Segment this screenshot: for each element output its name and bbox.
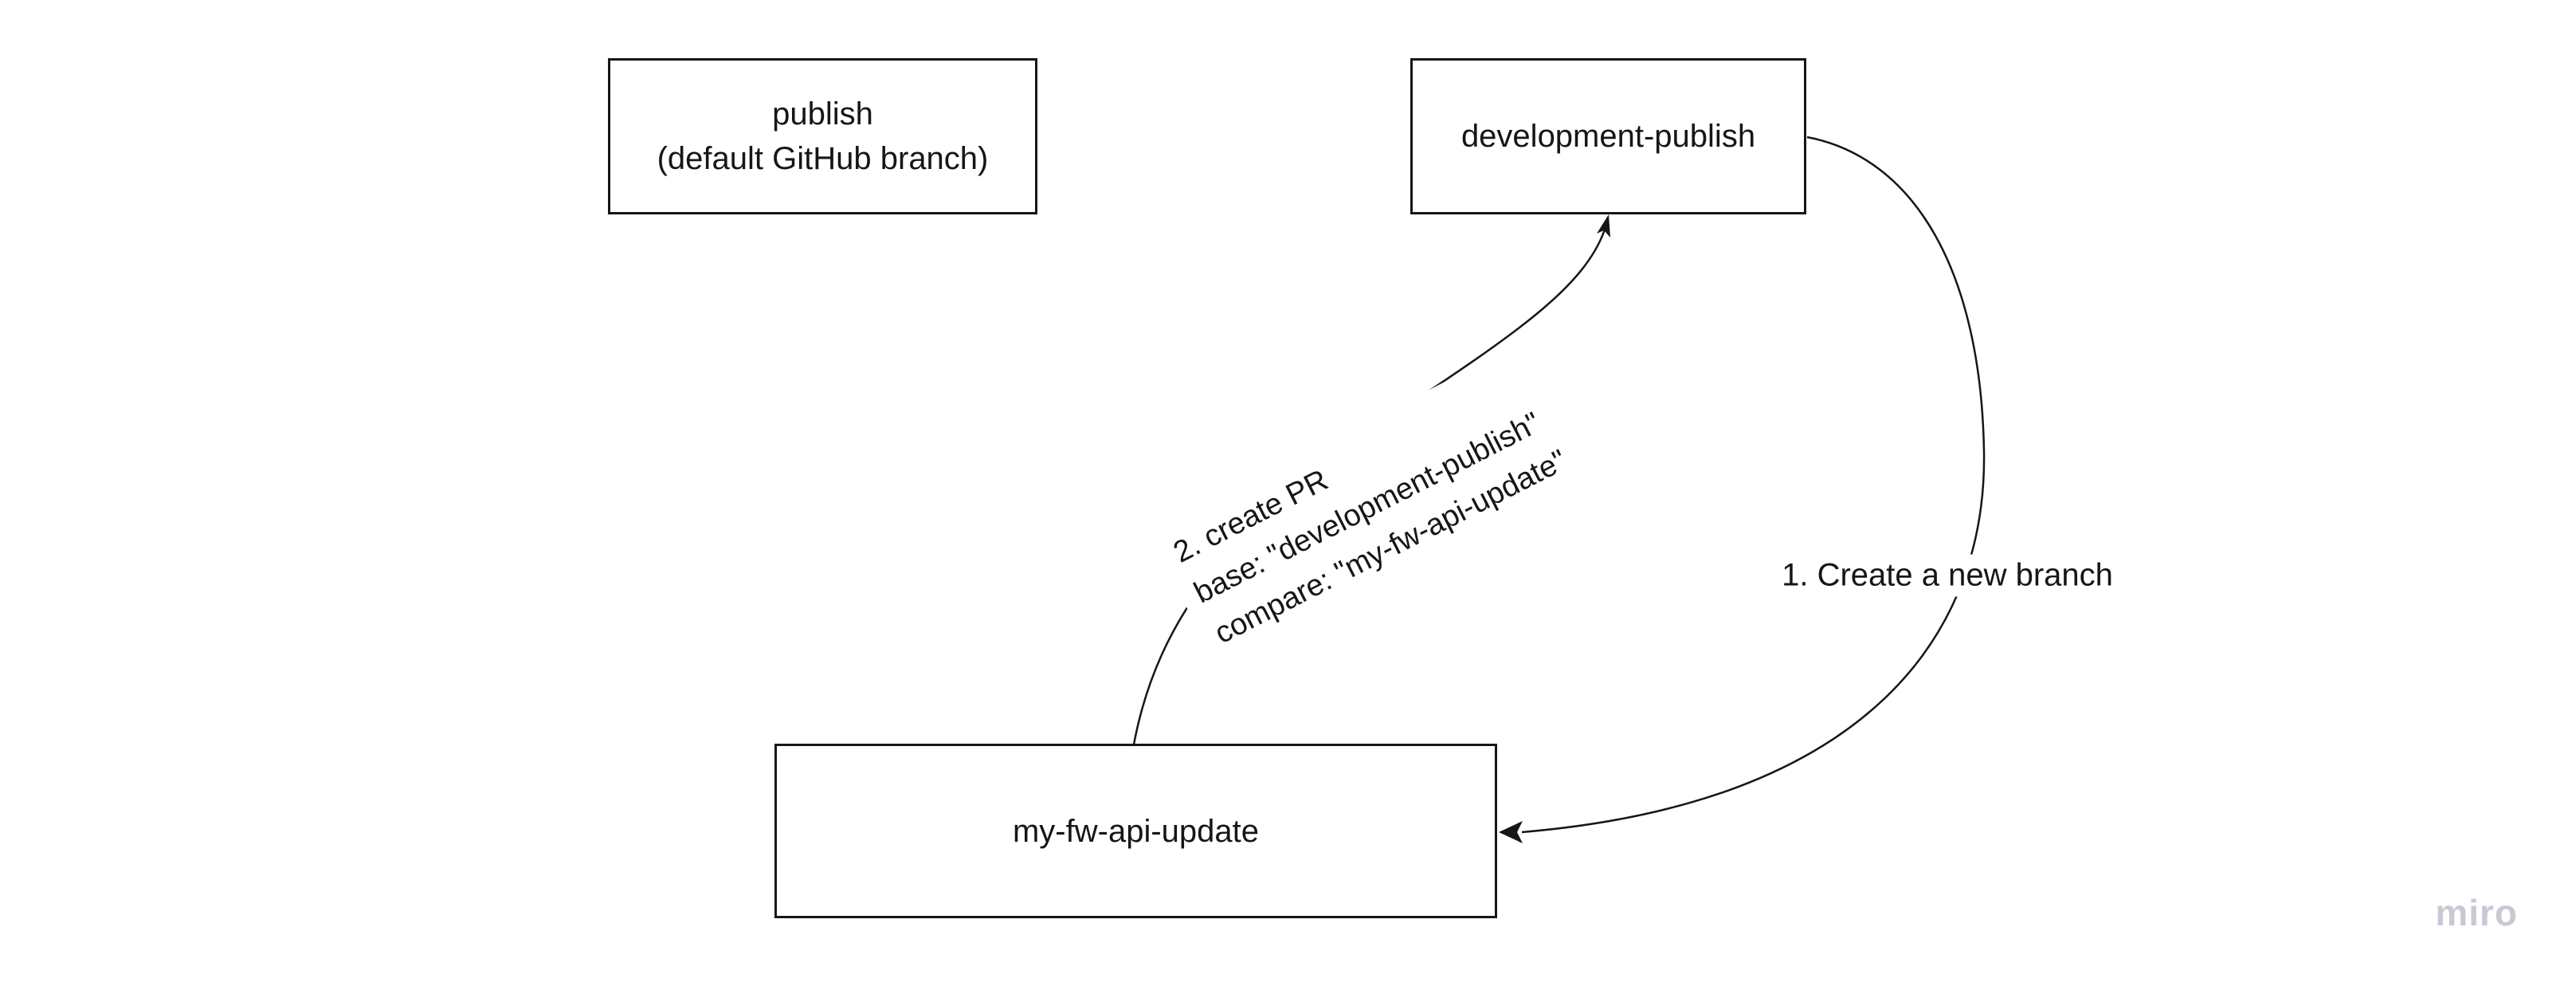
branch-box-development-publish[interactable]: development-publish (1410, 58, 1806, 214)
branch-box-publish[interactable]: publish (default GitHub branch) (608, 58, 1037, 214)
branch-box-development-publish-label: development-publish (1461, 119, 1756, 154)
miro-logo: miro (2435, 892, 2518, 933)
branch-box-my-fw-api-update[interactable]: my-fw-api-update (774, 744, 1497, 918)
arrowhead-up-icon (1597, 214, 1610, 238)
branch-box-publish-label-line2: (default GitHub branch) (657, 141, 989, 176)
branch-box-publish-label-line1: publish (772, 96, 873, 132)
connector-label-create-branch[interactable]: 1. Create a new branch (1774, 554, 2121, 597)
branch-box-my-fw-api-update-label: my-fw-api-update (1012, 813, 1259, 849)
arrowhead-left-icon (1499, 821, 1523, 843)
connector-create-branch[interactable] (1499, 136, 1986, 843)
connector-create-branch-line[interactable] (1521, 136, 1986, 834)
